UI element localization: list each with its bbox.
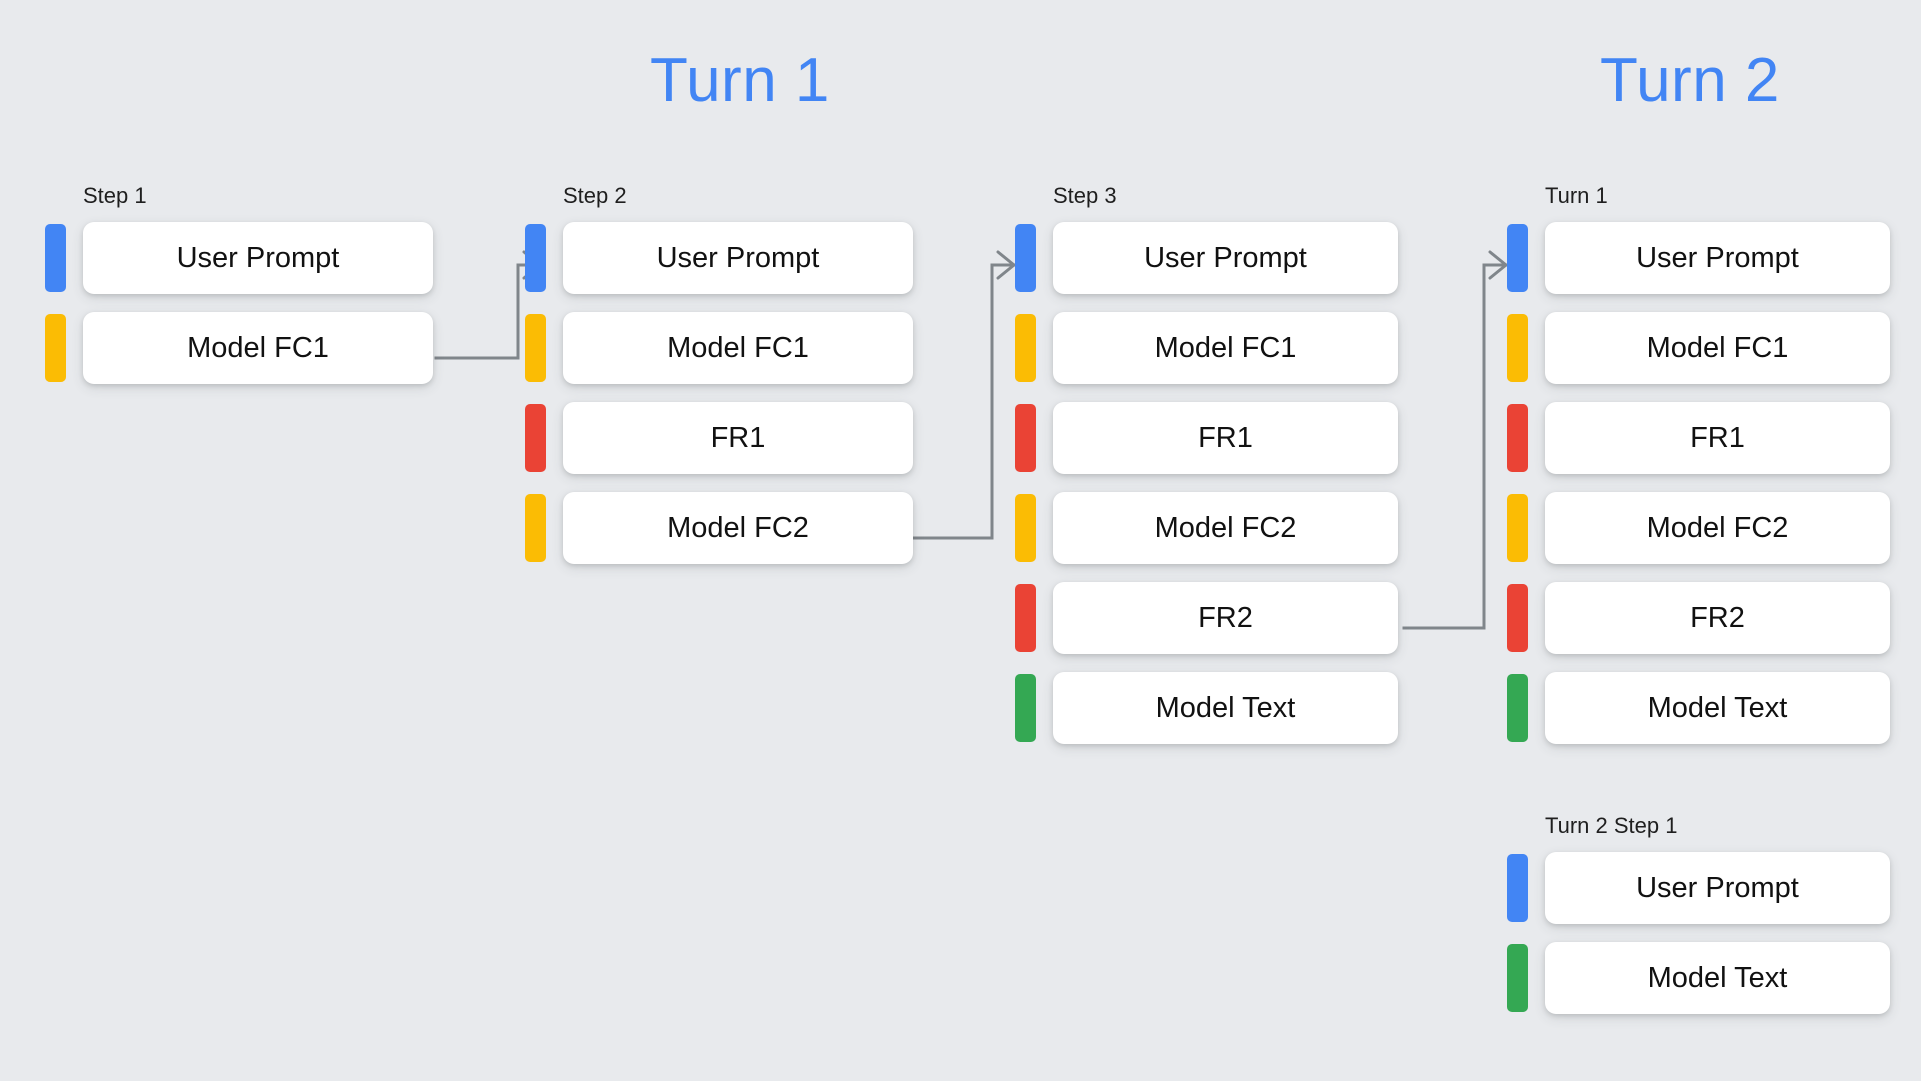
column-label-step-3: Step 3 (1053, 183, 1117, 208)
card-user-prompt[interactable]: User Prompt (1545, 222, 1890, 294)
color-bar-red (1015, 584, 1036, 652)
card-label: User Prompt (1636, 241, 1799, 274)
color-bar-blue (525, 224, 546, 292)
card-user-prompt[interactable]: User Prompt (1053, 222, 1398, 294)
color-bar-green (1507, 674, 1528, 742)
color-bar-blue (45, 224, 66, 292)
card-label: FR1 (1198, 421, 1253, 454)
color-bar-red (1015, 404, 1036, 472)
card-label: FR1 (1690, 421, 1745, 454)
card-label: FR2 (1690, 601, 1745, 634)
card-label: Model FC1 (1646, 331, 1789, 364)
card-label: Model Text (1647, 961, 1788, 994)
color-bar-red (525, 404, 546, 472)
card-label: FR2 (1198, 601, 1253, 634)
card-label: Model FC1 (667, 331, 809, 364)
card-model-fc1[interactable]: Model FC1 (1545, 312, 1890, 384)
card-label: User Prompt (1636, 871, 1799, 904)
card-label: FR1 (710, 421, 766, 454)
color-bar-yellow (1015, 494, 1036, 562)
connector-step-3-to-turn-1 (1402, 250, 1508, 630)
card-user-prompt[interactable]: User Prompt (563, 222, 913, 294)
card-user-prompt[interactable]: User Prompt (83, 222, 433, 294)
color-bar-blue (1015, 224, 1036, 292)
card-label: User Prompt (1144, 241, 1307, 274)
card-fr2[interactable]: FR2 (1545, 582, 1890, 654)
card-model-text[interactable]: Model Text (1545, 672, 1890, 744)
card-label: User Prompt (176, 241, 340, 274)
card-label: Model FC2 (1154, 511, 1297, 544)
color-bar-red (1507, 584, 1528, 652)
card-fr1[interactable]: FR1 (1545, 402, 1890, 474)
color-bar-yellow (1507, 494, 1528, 562)
card-label: User Prompt (656, 241, 820, 274)
card-label: Model FC1 (1154, 331, 1297, 364)
card-fr2[interactable]: FR2 (1053, 582, 1398, 654)
color-bar-yellow (45, 314, 66, 382)
column-label-step-2: Step 2 (563, 183, 627, 208)
section-heading-turn-1: Turn 1 (650, 46, 830, 115)
card-label: Model Text (1155, 691, 1296, 724)
color-bar-blue (1507, 224, 1528, 292)
card-model-fc2[interactable]: Model FC2 (563, 492, 913, 564)
column-label-step-1: Step 1 (83, 183, 147, 208)
card-label: Model FC2 (1646, 511, 1789, 544)
card-model-fc2[interactable]: Model FC2 (1053, 492, 1398, 564)
color-bar-red (1507, 404, 1528, 472)
color-bar-green (1015, 674, 1036, 742)
color-bar-blue (1507, 854, 1528, 922)
section-heading-turn-2: Turn 2 (1600, 46, 1780, 115)
card-label: Model FC1 (187, 331, 329, 364)
card-model-text[interactable]: Model Text (1053, 672, 1398, 744)
card-model-fc1[interactable]: Model FC1 (83, 312, 433, 384)
card-user-prompt[interactable]: User Prompt (1545, 852, 1890, 924)
color-bar-yellow (525, 314, 546, 382)
card-label: Model FC2 (667, 511, 809, 544)
color-bar-yellow (1015, 314, 1036, 382)
card-model-text[interactable]: Model Text (1545, 942, 1890, 1014)
connector-step-2-to-step-3 (911, 250, 1016, 540)
card-fr1[interactable]: FR1 (1053, 402, 1398, 474)
card-fr1[interactable]: FR1 (563, 402, 913, 474)
card-model-fc2[interactable]: Model FC2 (1545, 492, 1890, 564)
color-bar-green (1507, 944, 1528, 1012)
color-bar-yellow (525, 494, 546, 562)
card-label: Model Text (1647, 691, 1788, 724)
column-label-turn-1: Turn 1 (1545, 183, 1608, 208)
column-label-turn-2-step-1: Turn 2 Step 1 (1545, 813, 1678, 838)
card-model-fc1[interactable]: Model FC1 (1053, 312, 1398, 384)
card-model-fc1[interactable]: Model FC1 (563, 312, 913, 384)
color-bar-yellow (1507, 314, 1528, 382)
